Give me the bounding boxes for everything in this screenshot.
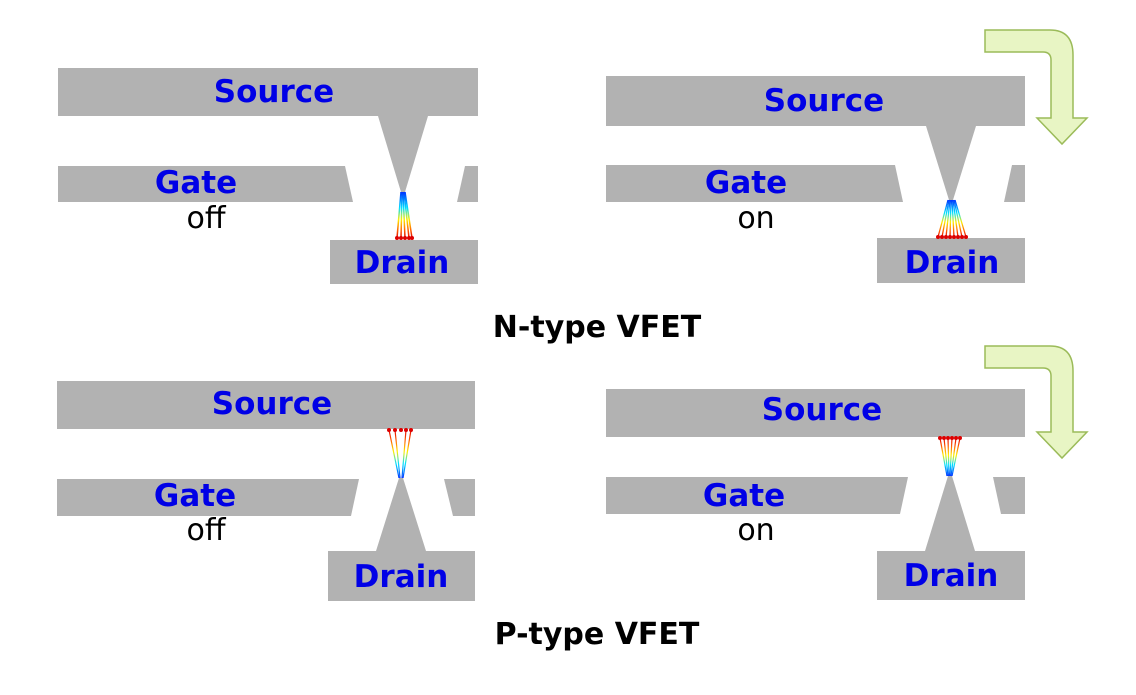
source-electrode — [58, 68, 478, 192]
n-type-caption: N-type VFET — [493, 310, 702, 345]
gate-label: Gate — [705, 165, 787, 201]
p-type-on-device: Source Gate on Drain — [606, 345, 1089, 600]
emission-beam — [939, 437, 961, 477]
drain-label: Drain — [354, 559, 449, 595]
beam-impact-dots — [387, 428, 413, 432]
p-type-off-device: Source Gate off Drain — [57, 381, 475, 601]
n-type-off-device: Source Gate off Drain — [58, 68, 478, 284]
beam-impact-dots — [936, 235, 968, 239]
drain-label: Drain — [905, 245, 1000, 281]
gate-state-label: off — [186, 513, 226, 548]
drain-electrode — [877, 476, 1025, 600]
gate-label: Gate — [155, 165, 237, 201]
curved-down-arrow-icon — [984, 345, 1089, 460]
source-electrode — [606, 76, 1025, 200]
gate-electrode-left — [57, 479, 359, 516]
gate-state-label: on — [737, 513, 774, 548]
curved-down-arrow-icon — [984, 29, 1089, 146]
emission-beam — [937, 199, 967, 238]
gate-electrode-right — [1004, 165, 1025, 202]
n-type-on-device: Source Gate on Drain — [606, 29, 1089, 283]
source-label: Source — [212, 386, 332, 422]
gate-state-label: on — [737, 201, 774, 236]
gate-state-label: off — [186, 201, 226, 236]
gate-electrode-right — [993, 477, 1025, 514]
source-label: Source — [762, 392, 882, 428]
gate-label: Gate — [703, 478, 785, 514]
drain-label: Drain — [904, 558, 999, 594]
gate-electrode-left — [58, 166, 353, 202]
gate-electrode-right — [444, 479, 475, 516]
drain-electrode — [877, 238, 1025, 283]
source-electrode — [606, 389, 1025, 437]
drain-electrode — [328, 478, 475, 601]
gate-electrode-left — [606, 477, 908, 514]
source-label: Source — [764, 83, 884, 119]
emission-beam — [396, 191, 413, 239]
gate-electrode-left — [606, 165, 903, 202]
gate-electrode-right — [457, 166, 478, 202]
p-type-caption: P-type VFET — [495, 617, 700, 652]
drain-label: Drain — [355, 245, 450, 281]
gate-label: Gate — [154, 478, 236, 514]
beam-impact-dots — [938, 436, 962, 440]
source-electrode — [57, 381, 475, 429]
source-label: Source — [214, 74, 334, 110]
beam-impact-dots — [395, 236, 414, 240]
drain-electrode — [330, 240, 478, 284]
emission-beam — [388, 429, 412, 479]
